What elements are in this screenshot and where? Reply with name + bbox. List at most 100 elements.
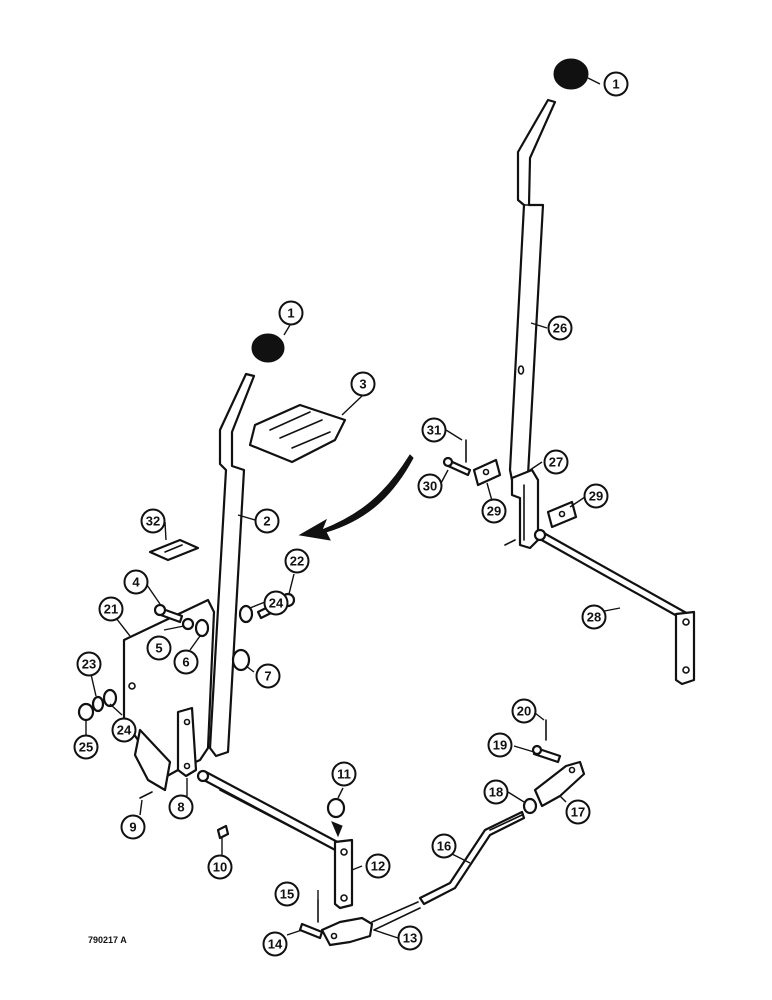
callout-31: 31	[421, 417, 447, 443]
svg-text:2: 2	[263, 514, 270, 529]
arm-12	[333, 838, 354, 910]
callout-7: 7	[255, 663, 281, 689]
washer-6	[194, 618, 210, 638]
washer-24	[238, 604, 254, 624]
callout-11: 11	[331, 761, 357, 787]
svg-text:9: 9	[129, 820, 136, 835]
nut-18	[522, 797, 538, 815]
rod-16	[418, 810, 526, 906]
pad-32	[148, 538, 200, 562]
callouts: 1 1 2 3 4 5 6 7 8 9 10 11 12 13 14 15 16…	[73, 71, 629, 957]
svg-text:10: 10	[213, 860, 227, 875]
svg-text:18: 18	[489, 785, 503, 800]
svg-text:13: 13	[403, 931, 417, 946]
knob-left	[251, 333, 285, 363]
callout-29-right: 29	[583, 483, 609, 509]
callout-1-right: 1	[603, 71, 629, 97]
callout-24-left: 24	[111, 717, 137, 743]
callout-26: 26	[547, 315, 573, 341]
svg-text:27: 27	[549, 455, 563, 470]
bracket-27	[510, 468, 540, 550]
callout-30: 30	[417, 473, 443, 499]
svg-text:11: 11	[337, 767, 351, 782]
svg-text:19: 19	[493, 738, 507, 753]
link-plate-29-left	[472, 458, 502, 487]
callout-12: 12	[365, 853, 391, 879]
svg-text:29: 29	[487, 504, 501, 519]
svg-text:31: 31	[427, 423, 441, 438]
lock-washer-23	[91, 695, 105, 713]
svg-text:29: 29	[589, 489, 603, 504]
yoke-17	[533, 760, 586, 808]
svg-text:24: 24	[269, 596, 284, 611]
svg-text:32: 32	[146, 514, 160, 529]
callout-4: 4	[123, 569, 149, 595]
callout-2: 2	[254, 508, 280, 534]
svg-text:5: 5	[155, 641, 162, 656]
nut-25	[77, 702, 95, 722]
callout-6: 6	[173, 649, 199, 675]
callout-32: 32	[140, 508, 166, 534]
callout-21: 21	[98, 596, 124, 622]
callout-10: 10	[207, 854, 233, 880]
svg-text:7: 7	[264, 669, 271, 684]
svg-text:1: 1	[287, 306, 294, 321]
svg-text:3: 3	[359, 377, 366, 392]
callout-18: 18	[483, 779, 509, 805]
callout-5: 5	[146, 635, 172, 661]
callout-22: 22	[284, 548, 310, 574]
bottom-linkage	[298, 719, 586, 947]
svg-text:20: 20	[517, 704, 531, 719]
svg-text:6: 6	[182, 655, 189, 670]
callout-29-left: 29	[481, 498, 507, 524]
yoke-13	[320, 916, 374, 947]
callout-3: 3	[350, 371, 376, 397]
svg-text:28: 28	[587, 610, 601, 625]
callout-14: 14	[262, 931, 288, 957]
callout-20: 20	[511, 698, 537, 724]
svg-text:8: 8	[177, 800, 184, 815]
svg-text:22: 22	[290, 554, 304, 569]
pad-3	[248, 403, 347, 464]
lever-26	[508, 98, 557, 487]
callout-15: 15	[274, 881, 300, 907]
callout-24-right: 24	[263, 590, 289, 616]
rod-28	[536, 530, 692, 623]
svg-text:12: 12	[371, 859, 385, 874]
nut-5	[181, 617, 195, 631]
left-lever-assembly	[77, 333, 354, 910]
callout-9: 9	[120, 814, 146, 840]
knob-right	[553, 58, 589, 90]
right-lever-assembly	[442, 58, 696, 686]
svg-text:30: 30	[423, 479, 437, 494]
drawing-number: 790217 A	[88, 935, 127, 945]
svg-text:23: 23	[82, 657, 96, 672]
callout-28: 28	[581, 604, 607, 630]
bushing-11	[326, 797, 346, 819]
svg-text:26: 26	[553, 321, 567, 336]
arm-28	[674, 610, 696, 686]
svg-text:16: 16	[437, 839, 451, 854]
lever-2	[208, 372, 256, 758]
direction-arrow	[298, 454, 414, 541]
svg-text:4: 4	[132, 575, 140, 590]
svg-text:17: 17	[571, 805, 585, 820]
svg-text:24: 24	[117, 723, 132, 738]
svg-text:25: 25	[79, 740, 93, 755]
pin-14	[298, 922, 324, 940]
callout-1-left: 1	[278, 300, 304, 326]
callout-19: 19	[487, 732, 513, 758]
callout-13: 13	[397, 925, 423, 951]
callout-27: 27	[543, 449, 569, 475]
svg-text:21: 21	[104, 602, 118, 617]
link-plate-29-right	[546, 500, 578, 529]
svg-text:14: 14	[268, 937, 283, 952]
svg-text:15: 15	[280, 887, 294, 902]
washer-24-left	[102, 688, 118, 708]
svg-text:1: 1	[612, 77, 619, 92]
bushing-7	[231, 648, 251, 672]
bracket-8	[176, 706, 198, 778]
callout-23: 23	[76, 651, 102, 677]
callout-16: 16	[431, 833, 457, 859]
